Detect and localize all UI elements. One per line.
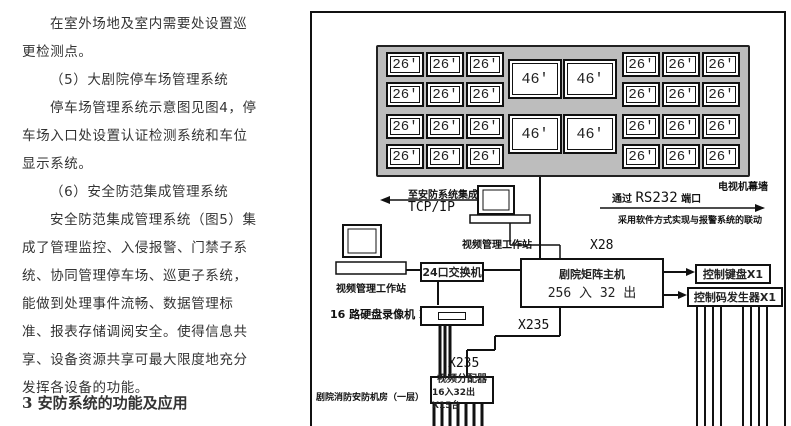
tv-26: 26′ [662,114,700,139]
x28-label: X28 [590,238,614,253]
tv-26: 26′ [466,114,504,139]
computer-icon [469,185,531,224]
switch-box: 24口交换机 [420,262,484,282]
rs232-suffix: 端口 [681,194,702,205]
matrix-spec: 256 入 32 出 [547,285,637,301]
tv-26: 26′ [702,144,740,169]
tv-26: 26′ [622,144,660,169]
dvr-box [420,306,484,326]
diagram-frame [310,11,786,426]
codegen-box: 控制码发生器X1 [687,287,783,307]
tv-26: 26′ [662,144,700,169]
tv-26: 26′ [702,52,740,77]
section-heading: 3 安防系统的功能及应用 [22,394,188,412]
rs232-text: RS232 [635,190,678,206]
tv-26: 26′ [466,144,504,169]
tv-26: 26′ [386,82,424,107]
tv-46: 46′ [563,59,617,99]
text-line: 享、设备资源共享可最大限度地充分 [22,352,248,368]
tv-26: 26′ [386,52,424,77]
x235-right-label: X235 [518,318,550,333]
tv-wall-label: 电视机幕墙 [718,182,768,193]
tv-46: 46′ [508,114,562,154]
workstation-top-label: 视频管理工作站 [462,240,532,251]
room-label: 剧院消防安防机房（一层） [316,393,425,403]
rs232-label: 通过 RS232 端口 [612,190,701,206]
dvr-slot-icon [438,312,466,320]
tv-26: 26′ [466,82,504,107]
tv-26: 26′ [426,114,464,139]
keyboard-box: 控制键盘X1 [695,264,771,284]
text-line: 车场入口处设置认证检测系统和车位 [22,128,248,144]
tv-26: 26′ [662,82,700,107]
text-line: 能做到处理事件流畅、数据管理标 [22,296,234,312]
text-line: 显示系统。 [22,156,93,172]
distributor-title: 视频分配器 [437,373,487,385]
tv-46: 46′ [508,59,562,99]
distributor-box: 视频分配器 16入32出X15台 [430,374,494,411]
text-line: 在室外场地及室内需要处设置巡 [50,16,248,32]
tv-26: 26′ [702,114,740,139]
computer-icon [335,224,407,275]
matrix-host: 剧院矩阵主机 256 入 32 出 [520,258,664,308]
tv-26: 26′ [386,144,424,169]
tv-26: 26′ [386,114,424,139]
tcpip-label: TCP/IP [408,200,455,215]
text-line: 停车场管理系统示意图见图4，停 [50,100,257,116]
tv-26: 26′ [622,82,660,107]
tv-wall: 26′ 26′ 26′ 26′ 26′ 26′ 26′ 26′ 26′ 26′ … [376,45,750,177]
tv-26: 26′ [426,144,464,169]
text-line: （6）安全防范集成管理系统 [50,184,229,200]
dvr-label: 16 路硬盘录像机 X15 [330,308,443,321]
text-line: 发挥各设备的功能。 [22,380,149,396]
tv-26: 26′ [662,52,700,77]
tv-46: 46′ [563,114,617,154]
tv-26: 26′ [622,52,660,77]
tv-26: 26′ [426,52,464,77]
tcp-arrow-head [380,196,390,204]
tv-26: 26′ [466,52,504,77]
security-integration-label: 至安防系统集成 [408,190,478,201]
distributor-spec: 16入32出X15台 [432,387,476,411]
system-diagram [310,11,786,426]
tv-26: 26′ [702,82,740,107]
text-line: 安全防范集成管理系统（图5）集 [50,212,257,228]
text-line: 统、协同管理停车场、巡更子系统， [22,268,248,284]
software-note: 采用软件方式实现与报警系统的联动 [618,216,763,226]
rs232-prefix: 通过 [612,194,632,205]
text-line: 更检测点。 [22,44,93,60]
workstation-left-label: 视频管理工作站 [336,284,406,295]
rs232-arrow-head [755,204,765,212]
matrix-title: 剧院矩阵主机 [559,267,625,281]
article-text-column: 在室外场地及室内需要处设置巡 更检测点。 （5）大剧院停车场管理系统 停车场管理… [0,0,300,426]
text-line: （5）大剧院停车场管理系统 [50,72,229,88]
tv-26: 26′ [622,114,660,139]
x235-left-label: X235 [448,356,480,371]
text-line: 准、报表存储调阅安全。使得信息共 [22,324,248,340]
tv-26: 26′ [426,82,464,107]
text-line: 成了管理监控、入侵报警、门禁子系 [22,240,248,256]
